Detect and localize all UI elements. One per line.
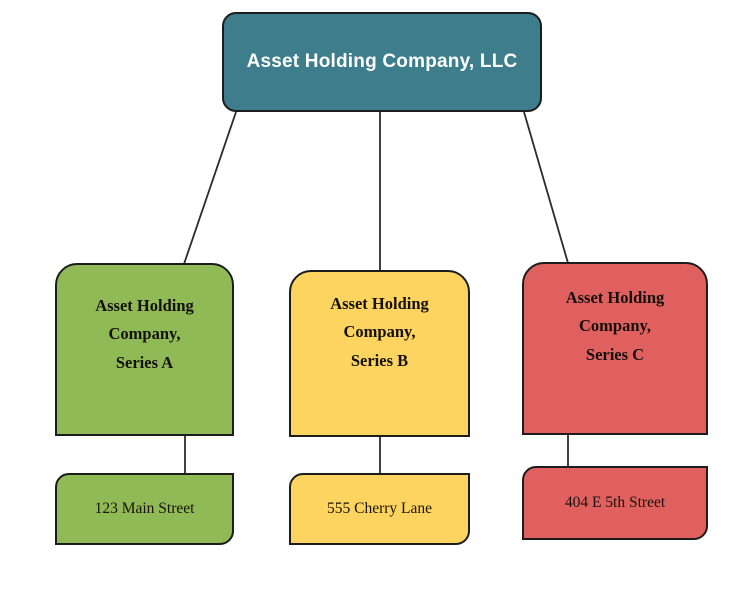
node-series-b[interactable]: Asset Holding Company, Series B bbox=[289, 270, 470, 437]
node-series-c-label: Asset Holding Company, Series C bbox=[565, 288, 665, 364]
node-root-label: Asset Holding Company, LLC bbox=[246, 51, 518, 72]
connector-root-to-series-c bbox=[523, 111, 569, 264]
node-address-a[interactable]: 123 Main Street bbox=[55, 473, 234, 545]
node-root[interactable]: Asset Holding Company, LLC bbox=[222, 12, 542, 112]
node-series-b-label: Asset Holding Company, Series B bbox=[330, 294, 429, 370]
node-address-b-label: 555 Cherry Lane bbox=[326, 500, 433, 517]
node-address-b[interactable]: 555 Cherry Lane bbox=[289, 473, 470, 545]
node-series-c[interactable]: Asset Holding Company, Series C bbox=[522, 262, 708, 435]
connector-root-to-series-a bbox=[183, 111, 237, 265]
node-series-a[interactable]: Asset Holding Company, Series A bbox=[55, 263, 234, 436]
node-address-c[interactable]: 404 E 5th Street bbox=[522, 466, 708, 540]
node-series-a-label: Asset Holding Company, Series A bbox=[95, 296, 194, 372]
node-address-c-label: 404 E 5th Street bbox=[564, 494, 666, 511]
node-address-a-label: 123 Main Street bbox=[94, 500, 195, 517]
